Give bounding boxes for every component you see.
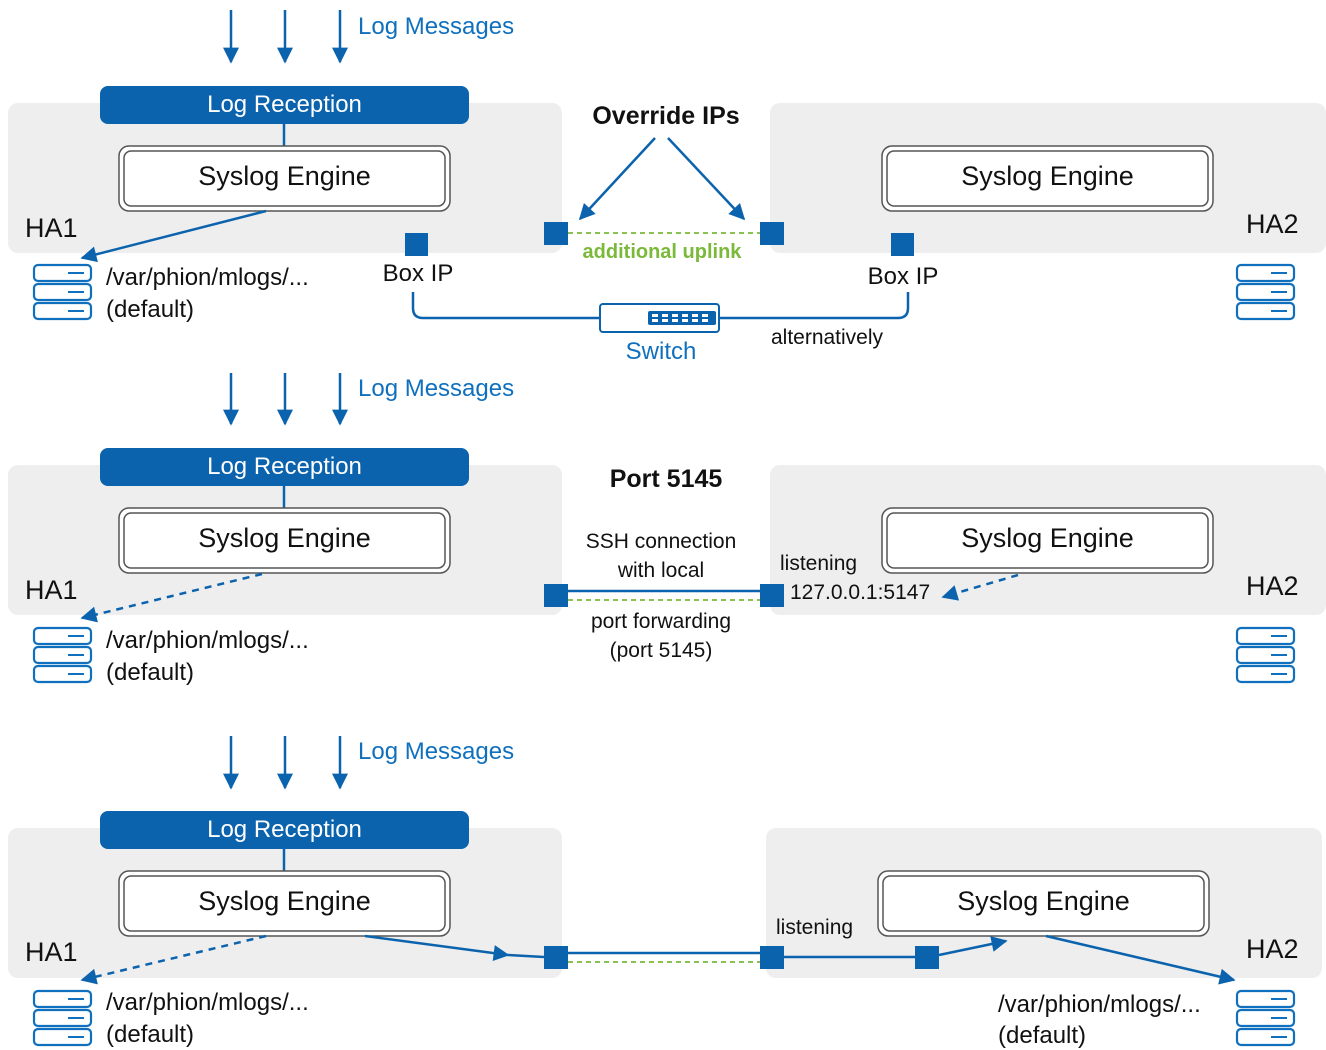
log-path-label: /var/phion/mlogs/... xyxy=(106,627,309,654)
log-reception-bar xyxy=(100,448,469,486)
syslog-engine-label: Syslog Engine xyxy=(198,886,371,916)
log-messages-label: Log Messages xyxy=(358,375,514,402)
log-path-label: /var/phion/mlogs/... xyxy=(106,264,309,291)
log-reception-label: Log Reception xyxy=(207,816,362,843)
network-port-icon xyxy=(405,233,428,256)
scenario-2: Log Messages Log Reception Syslog Engine… xyxy=(8,373,1326,686)
syslog-engine-label: Syslog Engine xyxy=(198,523,371,553)
arrow-down-icon xyxy=(223,736,348,790)
scenario-3: Log Messages Log Reception Syslog Engine… xyxy=(8,736,1322,1049)
log-reception-bar xyxy=(100,811,469,849)
fwd-line2-label: (port 5145) xyxy=(610,639,713,662)
arrow-down-icon xyxy=(223,10,348,64)
default-label: (default) xyxy=(106,296,194,323)
ha2-label: HA2 xyxy=(1246,571,1299,601)
log-path-label: /var/phion/mlogs/... xyxy=(106,989,309,1016)
syslog-engine-label: Syslog Engine xyxy=(957,886,1130,916)
server-storage-icon xyxy=(1235,263,1296,321)
network-port-icon xyxy=(544,946,568,969)
box-ip-label-ha2: Box IP xyxy=(868,263,939,290)
server-storage-icon xyxy=(32,626,93,684)
log-path-label: /var/phion/mlogs/... xyxy=(998,991,1201,1018)
network-port-icon xyxy=(544,222,568,245)
network-port-icon xyxy=(760,584,784,607)
box-ip-label-ha1: Box IP xyxy=(383,260,454,287)
log-reception-label: Log Reception xyxy=(207,453,362,480)
server-storage-icon xyxy=(32,263,93,321)
listening-label: listening xyxy=(776,916,853,939)
address-label: 127.0.0.1:5147 xyxy=(790,581,930,604)
arrow-down-icon xyxy=(223,373,348,426)
fwd-line1-label: port forwarding xyxy=(591,610,731,633)
ha1-label: HA1 xyxy=(25,937,78,967)
network-port-icon xyxy=(891,233,914,256)
ssh-line2-label: with local xyxy=(617,559,704,582)
network-port-icon xyxy=(760,222,784,245)
server-storage-icon xyxy=(1235,626,1296,684)
override-ips-label: Override IPs xyxy=(592,102,739,130)
network-switch-icon xyxy=(599,303,720,333)
ha2-label: HA2 xyxy=(1246,934,1299,964)
network-port-icon xyxy=(915,946,939,969)
default-label: (default) xyxy=(998,1022,1086,1049)
switch-label: Switch xyxy=(626,338,697,365)
network-port-icon xyxy=(544,584,568,607)
alternatively-label: alternatively xyxy=(771,326,884,349)
ha1-label: HA1 xyxy=(25,575,78,605)
ha2-label: HA2 xyxy=(1246,209,1299,239)
log-reception-label: Log Reception xyxy=(207,91,362,118)
default-label: (default) xyxy=(106,659,194,686)
server-storage-icon xyxy=(32,989,93,1047)
port-title-label: Port 5145 xyxy=(610,465,723,493)
syslog-engine-label: Syslog Engine xyxy=(198,161,371,191)
listening-label: listening xyxy=(780,552,857,575)
scenario-1: Log Messages Log Reception Syslog Engine… xyxy=(8,10,1326,365)
ssh-line1-label: SSH connection xyxy=(586,530,737,553)
log-reception-bar xyxy=(100,86,469,124)
log-messages-label: Log Messages xyxy=(358,738,514,765)
syslog-engine-label: Syslog Engine xyxy=(961,523,1134,553)
server-storage-icon xyxy=(1235,989,1296,1047)
network-port-icon xyxy=(760,946,784,969)
default-label: (default) xyxy=(106,1021,194,1048)
ha1-label: HA1 xyxy=(25,213,78,243)
log-messages-label: Log Messages xyxy=(358,13,514,40)
additional-uplink-label: additional uplink xyxy=(583,241,743,263)
syslog-engine-label: Syslog Engine xyxy=(961,161,1134,191)
